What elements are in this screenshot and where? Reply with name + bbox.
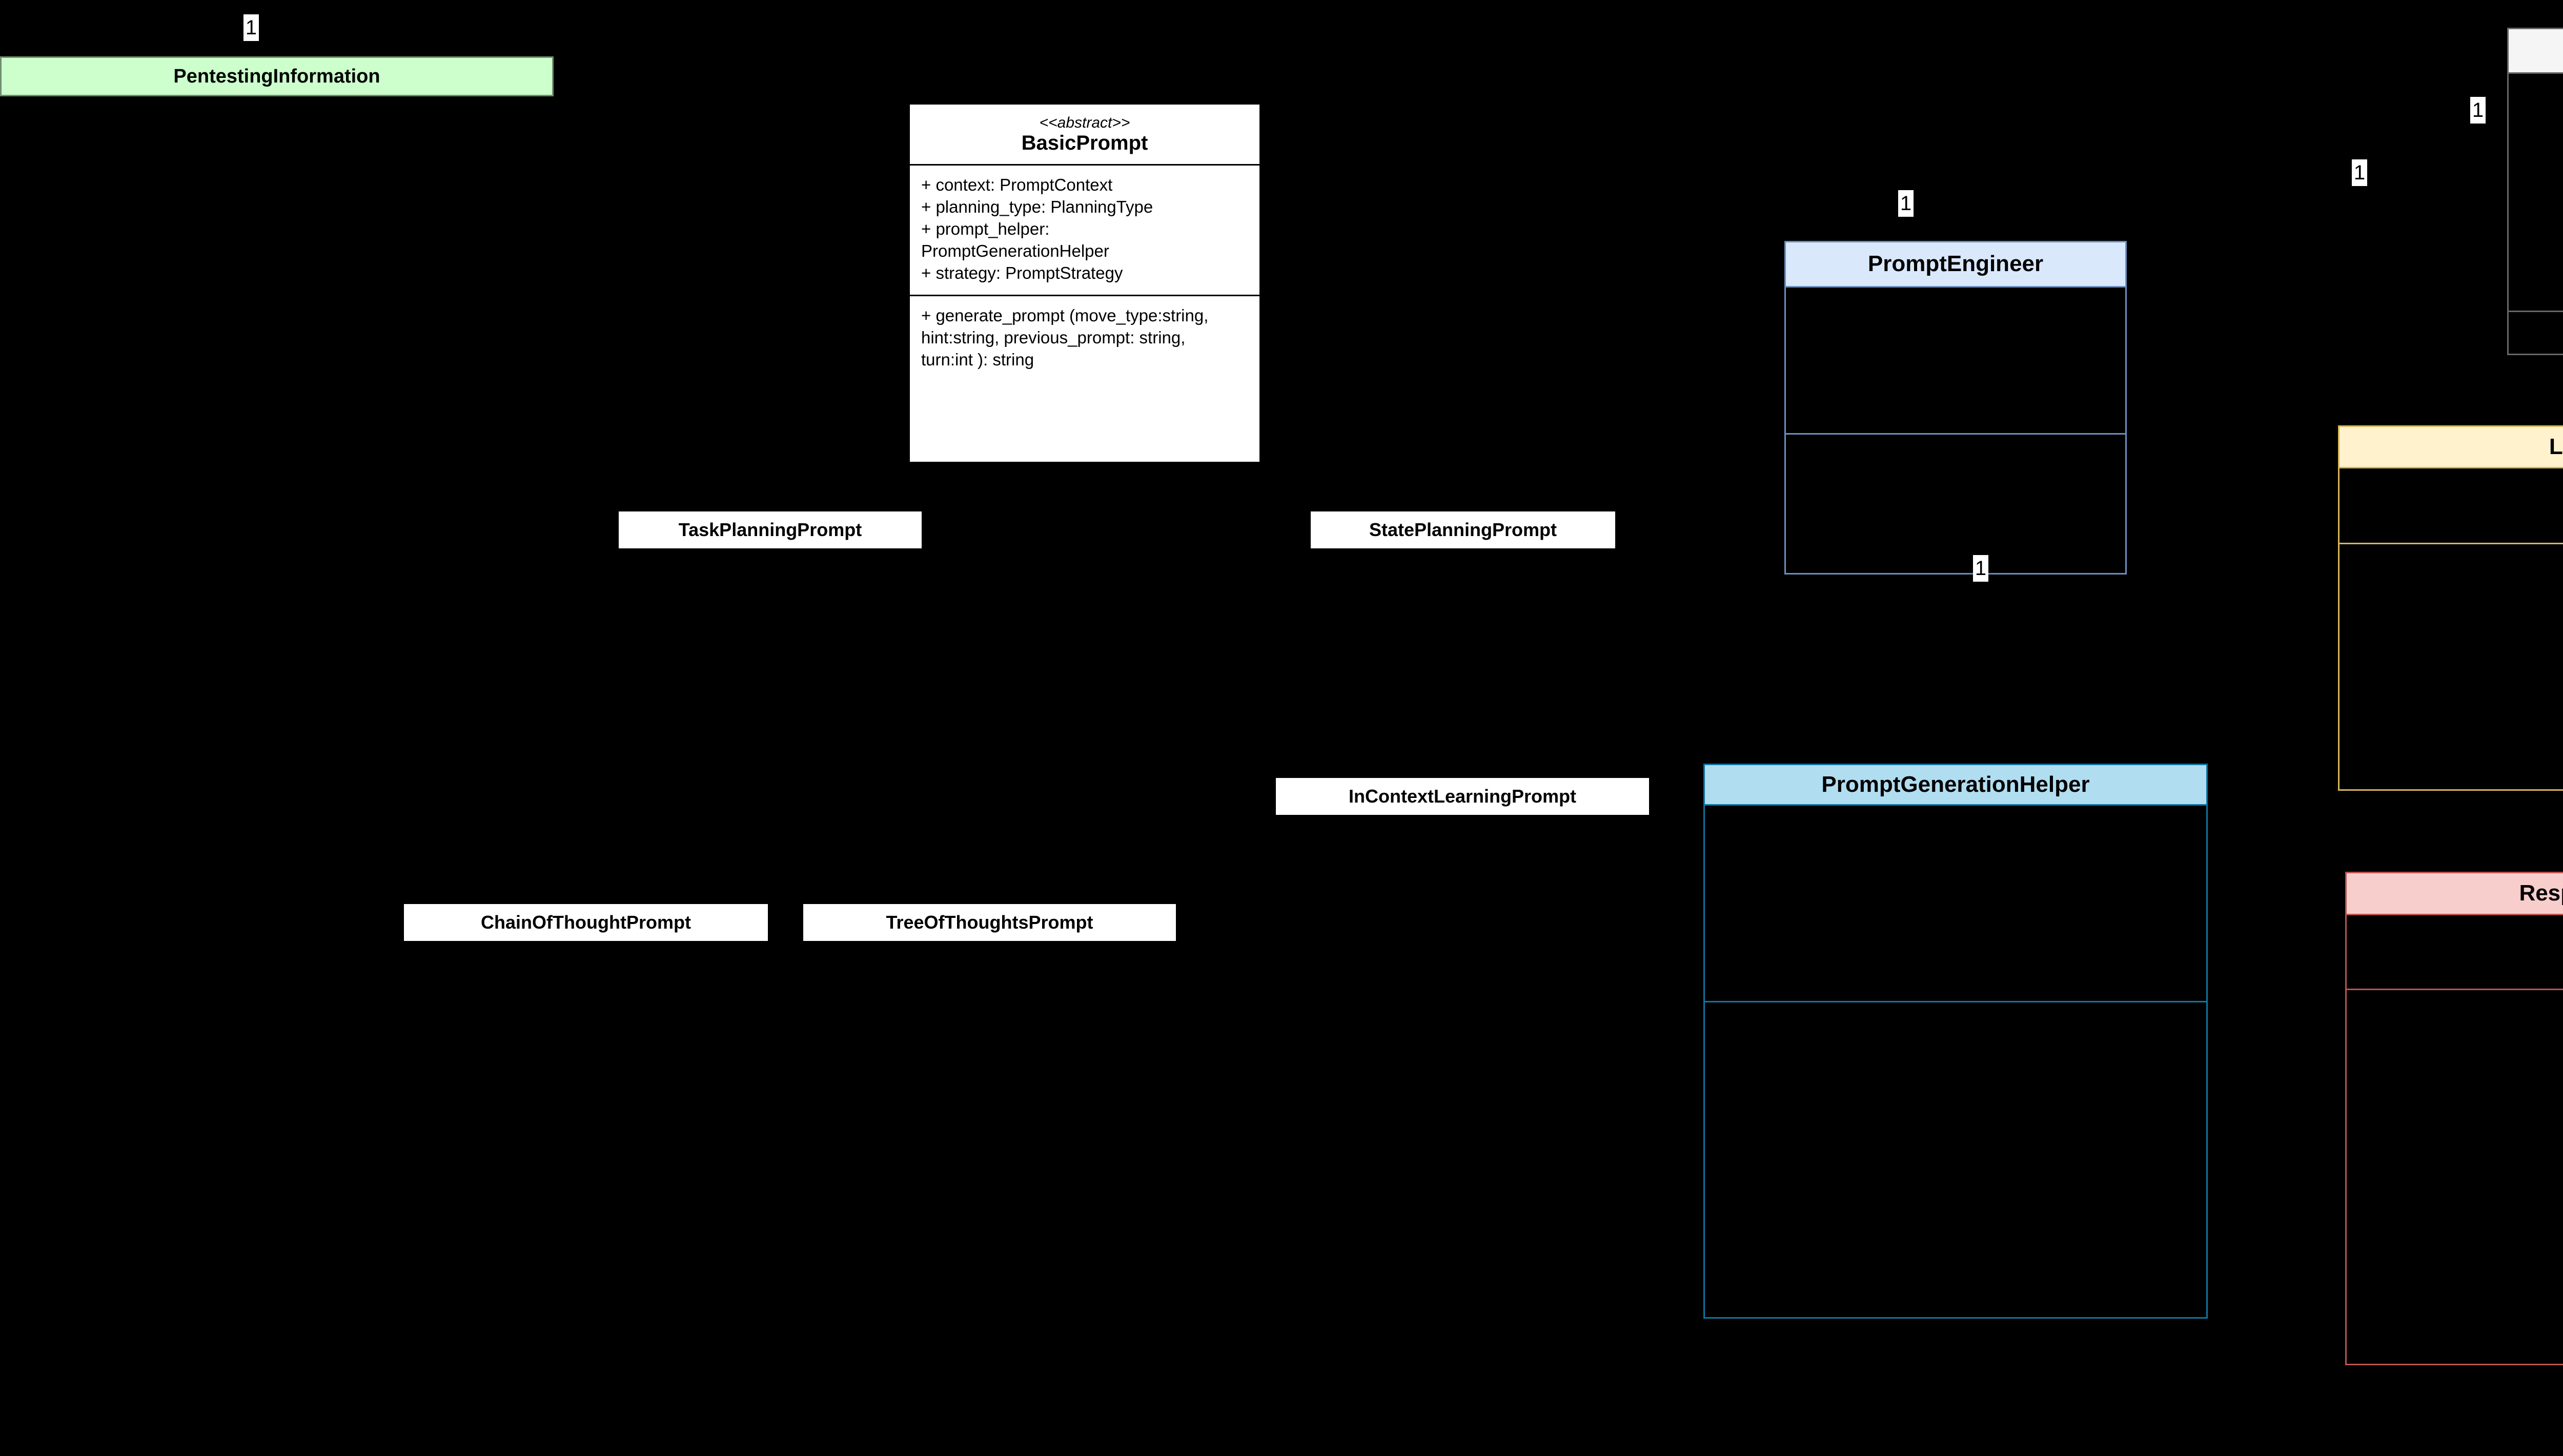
- multiplicity-label: 1: [2352, 159, 2367, 186]
- class-basicprompt: <<abstract>> BasicPrompt + context: Prom…: [908, 103, 1261, 463]
- class-name: TaskPlanningPrompt: [678, 519, 862, 540]
- class-llmhandler: LLMHandler: [2338, 425, 2563, 791]
- class-webapitesting: WebAPITesting: [2507, 28, 2563, 355]
- class-header: LLMHandler: [2340, 427, 2563, 467]
- attributes-compartment: + context: PromptContext + planning_type…: [910, 164, 1259, 295]
- methods-compartment: [1705, 1001, 2206, 1317]
- attributes-compartment: [1786, 286, 2125, 433]
- attributes-compartment: [2340, 467, 2563, 543]
- class-treeofthoughtsprompt: TreeOfThoughtsPrompt: [802, 903, 1177, 942]
- class-name: StatePlanningPrompt: [1369, 519, 1557, 540]
- methods-compartment: [2340, 543, 2563, 789]
- methods-compartment: + generate_prompt (move_type:string, hin…: [910, 295, 1259, 462]
- class-name: InContextLearningPrompt: [1348, 786, 1576, 807]
- class-pentestinginformation: PentestingInformation: [0, 56, 554, 96]
- multiplicity-label: 1: [243, 14, 259, 41]
- class-name: PromptGenerationHelper: [1821, 771, 2090, 797]
- methods-compartment: [1786, 433, 2125, 573]
- class-name: ChainOfThoughtPrompt: [481, 912, 691, 933]
- attributes-compartment: [1705, 804, 2206, 1001]
- class-name: PentestingInformation: [173, 65, 380, 87]
- multiplicity-label: 1: [1898, 190, 1914, 217]
- class-promptengineer: PromptEngineer: [1784, 241, 2127, 575]
- class-chainofthoughtprompt: ChainOfThoughtPrompt: [402, 903, 769, 942]
- class-header: WebAPITesting: [2509, 29, 2563, 72]
- class-responsehandler: ResponseHandler: [2345, 872, 2563, 1365]
- class-header: ResponseHandler: [2347, 873, 2563, 914]
- class-name: LLMHandler: [2549, 434, 2563, 459]
- class-name: BasicPrompt: [1021, 132, 1148, 155]
- class-name: TreeOfThoughtsPrompt: [886, 912, 1093, 933]
- class-stateplanningprompt: StatePlanningPrompt: [1309, 510, 1617, 550]
- class-header: <<abstract>> BasicPrompt: [910, 105, 1259, 164]
- class-name: PromptEngineer: [1867, 251, 2044, 277]
- methods-compartment: [2347, 989, 2563, 1364]
- attributes-compartment: [2347, 914, 2563, 989]
- multiplicity-label: 1: [2470, 97, 2486, 124]
- attributes-compartment: [2509, 72, 2563, 311]
- attributes-text: + context: PromptContext + planning_type…: [921, 175, 1153, 282]
- multiplicity-label: 1: [1973, 555, 1988, 582]
- abstract-stereotype: <<abstract>>: [1039, 114, 1130, 131]
- methods-text: + generate_prompt (move_type:string, hin…: [921, 306, 1209, 369]
- methods-compartment: [2509, 311, 2563, 354]
- class-name: ResponseHandler: [2519, 880, 2563, 906]
- class-incontextlearningprompt: InContextLearningPrompt: [1274, 776, 1651, 816]
- class-promptgenerationhelper: PromptGenerationHelper: [1703, 764, 2208, 1319]
- class-header: PromptGenerationHelper: [1705, 765, 2206, 804]
- class-header: PromptEngineer: [1786, 242, 2125, 286]
- class-taskplanningprompt: TaskPlanningPrompt: [617, 510, 923, 550]
